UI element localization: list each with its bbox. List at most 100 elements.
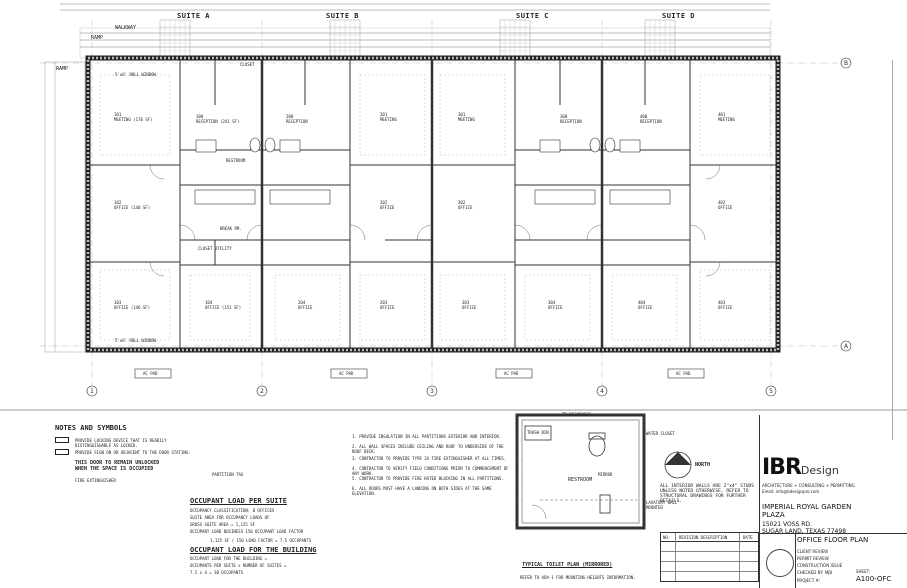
suite-c-label: SUITE C <box>516 12 550 20</box>
notes-item: THIS DOOR TO REMAIN UNLOCKED WHEN THE SP… <box>75 460 160 472</box>
revision-header: DATE <box>743 535 753 540</box>
grid-col-4: 4 <box>600 388 604 395</box>
north-arrow-icon <box>664 451 692 479</box>
ac-pad-label: AC PAD <box>504 371 519 376</box>
grid-col-3: 3 <box>430 388 434 395</box>
occupant-suite-line: OCCUPANCY CLASSIFICATION: B OFFICES <box>190 508 275 513</box>
checked-by: CHECKED BY: MJB <box>797 570 833 575</box>
occupant-suite-line: SUITE AREA FOR OCCUPANCY LOADS OF <box>190 515 270 520</box>
toilet-label: TP DISPENSER <box>562 412 591 417</box>
occupant-building-title: OCCUPANT LOAD FOR THE BUILDING <box>190 546 317 554</box>
window-label: 5'x6' ROLL WINDOW <box>115 72 156 77</box>
logo-mark: IBR <box>762 455 802 480</box>
occupant-building-line: 7.5 x 4 = 30 OCCUPANTS <box>190 570 243 575</box>
grid-row-b: B <box>844 60 848 67</box>
break-room-label: BREAK RM. <box>220 226 242 231</box>
walkway-label: WALKWAY <box>115 25 137 31</box>
toilet-plan-subtitle: REFER TO ADA-1 FOR MOUNTING HEIGHTS INFO… <box>520 575 636 580</box>
closet-label: CLOSET <box>240 62 255 67</box>
wall-note: ALL INTERIOR WALLS ARE 2"x4" STUDS UNLES… <box>660 484 755 504</box>
logo-subtitle: ARCHITECTURE + CONSULTING + PERMITTING <box>762 483 855 488</box>
occupant-suite-line: GROSS SUITE AREA = 1,125 SF <box>190 522 256 527</box>
closet-utility-label: CLOSET UTILITY <box>198 246 232 251</box>
notes-item: FIRE EXTINGUISHER <box>75 478 116 483</box>
logo-email: Email: info@bdesignpro.com <box>762 489 820 494</box>
status: CLIENT REVIEW <box>797 549 829 554</box>
project-number-label: PROJECT #: <box>797 578 821 583</box>
note-tag-icon <box>55 437 69 443</box>
revision-header: REVISION DESCRIPTION <box>679 535 728 540</box>
general-note: 2. ALL WALL SPACES INCLUDE CEILING AND R… <box>352 444 504 454</box>
north-label: NORTH <box>695 462 711 468</box>
occupant-suite-line: 1,125 SF / 150 LOAD FACTOR = 7.5 OCCUPAN… <box>210 538 312 543</box>
general-note: 5. CONTRACTOR TO PROVIDE FIRE RATED BLOC… <box>352 476 504 481</box>
toilet-label: MIRROR <box>598 472 613 477</box>
occupant-suite-line: OCCUPANT LOAD BUSINESS 150 OCCUPANT LOAD… <box>190 529 304 534</box>
occupant-suite-title: OCCUPANT LOAD PER SUITE <box>190 497 287 505</box>
general-note: 3. CONTRACTOR TO PROVIDE TYPE 2A FIRE EX… <box>352 456 507 461</box>
revision-header: NO. <box>663 535 671 540</box>
toilet-label: LAVATORY WALL MOUNTED <box>646 500 678 510</box>
suite-a-label: SUITE A <box>177 12 211 20</box>
note-tag-icon <box>55 449 69 455</box>
occupant-building-line: OCCUPANTS PER SUITE x NUMBER OF SUITES = <box>190 563 287 568</box>
toilet-restroom-label: RESTROOM <box>568 477 593 483</box>
notes-item: PROVIDE SIGN ON OR ADJACENT TO THE DOOR … <box>75 450 191 455</box>
revision-table: NO. REVISION DESCRIPTION DATE <box>660 532 759 582</box>
window-label: 5'x6' ROLL WINDOW <box>115 338 156 343</box>
grid-col-2: 2 <box>260 388 264 395</box>
general-note: 4. CONTRACTOR TO VERIFY FIELD CONDITIONS… <box>352 466 509 476</box>
notes-item: PARTITION TAG <box>212 472 244 477</box>
address-line-1: 15021 VOSS RD. <box>762 521 812 528</box>
general-note: 6. ALL DOORS MUST HAVE A LANDING ON BOTH… <box>352 486 492 496</box>
sheet-number: A100-OFC <box>856 575 892 583</box>
suite-b-label: SUITE B <box>326 12 360 20</box>
status: CONSTRUCTION ISSUE <box>797 563 843 568</box>
sheet-title: OFFICE FLOOR PLAN <box>797 536 869 544</box>
grid-col-5: 5 <box>769 388 773 395</box>
toilet-plan-title: TYPICAL TOILET PLAN (MIRRORED) <box>522 562 613 568</box>
grid-row-a: A <box>844 343 849 350</box>
notes-title: NOTES AND SYMBOLS <box>55 424 127 432</box>
seal-icon <box>766 549 794 577</box>
ramp-left-label: RAMP <box>56 66 69 72</box>
ramp-label: RAMP <box>91 35 104 41</box>
general-note: 1. PROVIDE INSULATION IN ALL PARTITIONS … <box>352 434 502 439</box>
restroom-label: RESTROOM <box>226 158 246 163</box>
project-name: IMPERIAL ROYAL GARDEN PLAZA <box>762 503 852 519</box>
suite-d-label: SUITE D <box>662 12 696 20</box>
address-line-2: SUGAR LAND, TEXAS 77498 <box>762 528 847 535</box>
sheet-label: SHEET: <box>856 569 870 574</box>
ac-pad-label: AC PAD <box>676 371 691 376</box>
occupant-building-line: OCCUPANT LOAD FOR THE BUILDING = <box>190 556 268 561</box>
status: PERMIT REVIEW <box>797 556 829 561</box>
toilet-label: WATER CLOSET <box>646 431 675 436</box>
toilet-label: TRASH BIN <box>527 430 549 435</box>
side-strip <box>892 60 905 440</box>
notes-item: PROVIDE LOCKING DEVICE THAT IS READILY D… <box>75 438 167 448</box>
logo: IBRDesign <box>762 455 839 480</box>
grid-col-1: 1 <box>90 388 94 395</box>
